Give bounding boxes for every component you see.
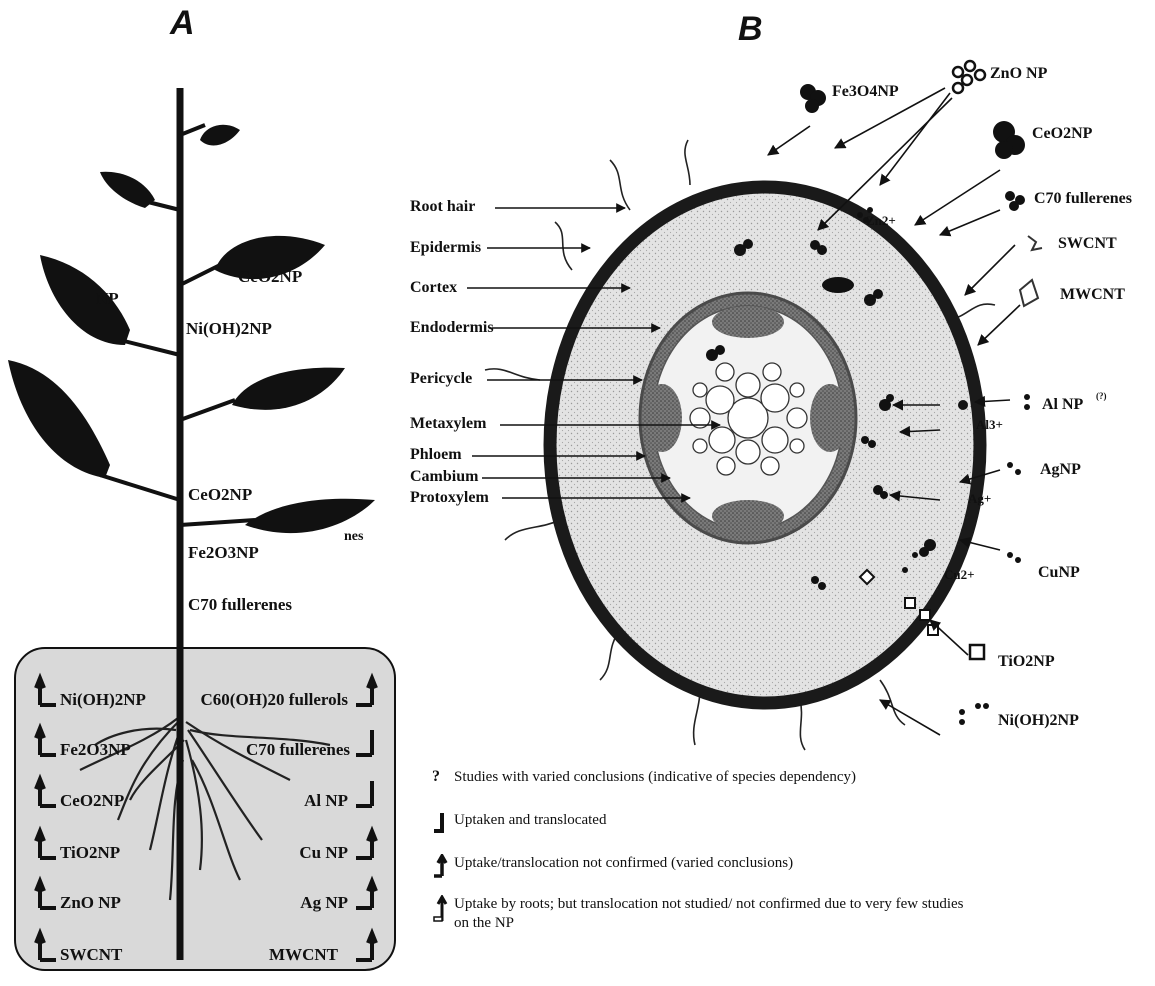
tissue-label: Pericycle (410, 371, 472, 387)
legend-text: Uptaken and translocated (454, 811, 974, 830)
ion-label: Cu2+ (944, 568, 975, 581)
ion-label: Zn2+ (866, 214, 896, 227)
phloem-patch (810, 384, 850, 452)
np-label: TiO2NP (998, 654, 1055, 670)
ion-label: Ag+ (968, 492, 991, 505)
uptake-translocated-icon (432, 811, 454, 838)
tissue-label: Endodermis (410, 320, 494, 336)
tissue-label: Metaxylem (410, 416, 486, 432)
np-label-superscript: (?) (1096, 392, 1107, 401)
np-label: C70 fullerenes (1034, 191, 1132, 207)
legend-item: Uptake/translocation not confirmed (vari… (432, 854, 974, 883)
legend-item: Uptaken and translocated (432, 811, 974, 838)
tissue-label: Phloem (410, 447, 462, 463)
np-label: CuNP (1038, 565, 1080, 581)
shoot-label: CeO2NP (238, 267, 302, 286)
leaf (8, 360, 110, 478)
np-label: Al NP (1042, 397, 1083, 413)
ion-label: Al3+ (976, 418, 1003, 431)
leaf (200, 125, 240, 146)
legend-text: Uptake/translocation not confirmed (vari… (454, 854, 974, 873)
shoot-label: Ni(OH)2NP (186, 319, 272, 338)
shoot-label: NP (96, 289, 119, 308)
shoot-label: CeO2NP (188, 485, 252, 504)
tissue-label: Root hair (410, 199, 475, 215)
leaf (100, 172, 155, 208)
panel-label-b: B (738, 10, 763, 49)
leaf (245, 499, 375, 533)
box-label: TiO2NP (60, 843, 120, 862)
legend-text: Uptake by roots; but translocation not s… (454, 895, 974, 933)
question-icon: ? (432, 768, 454, 786)
box-label: Al NP (304, 791, 348, 810)
root-section-panel (467, 61, 1042, 750)
legend-item: Uptake by roots; but translocation not s… (432, 895, 974, 933)
shoot-label: C70 fullerenes (188, 595, 292, 614)
box-label: Fe2O3NP (60, 740, 131, 759)
box-label: CeO2NP (60, 791, 124, 810)
np-label: ZnO NP (990, 66, 1047, 82)
box-label: C60(OH)20 fullerols (201, 690, 349, 709)
box-label: Cu NP (299, 843, 348, 862)
box-label: ZnO NP (60, 893, 121, 912)
np-label: Ni(OH)2NP (998, 713, 1079, 729)
phloem-patch (642, 384, 682, 452)
tissue-label: Epidermis (410, 240, 481, 256)
tissue-label: Cortex (410, 280, 457, 296)
np-label: SWCNT (1058, 236, 1117, 252)
phloem-patch (712, 306, 784, 338)
box-label: SWCNT (60, 945, 123, 964)
np-label: CeO2NP (1032, 126, 1092, 142)
np-label: MWCNT (1060, 287, 1125, 303)
plant-panel: CeO2NP NP Ni(OH)2NP CeO2NP nes Fe2O3NP C… (8, 88, 395, 970)
tissue-label: Protoxylem (410, 490, 489, 506)
box-label: C70 fullerenes (246, 740, 350, 759)
panel-label-a: A (170, 4, 195, 43)
box-label: Ag NP (300, 893, 348, 912)
uptake-roots-only-icon (432, 895, 454, 928)
np-label: Fe3O4NP (832, 84, 899, 100)
leaf (232, 368, 345, 410)
shoot-label: nes (344, 529, 364, 544)
legend-item: ? Studies with varied conclusions (indic… (432, 768, 974, 787)
np-label: AgNP (1040, 462, 1081, 478)
uptake-not-confirmed-icon (432, 854, 454, 883)
shoot-label: Fe2O3NP (188, 543, 259, 562)
legend-text: Studies with varied conclusions (indicat… (454, 768, 974, 787)
box-label: MWCNT (269, 945, 339, 964)
box-label: Ni(OH)2NP (60, 690, 146, 709)
tissue-label: Cambium (410, 469, 478, 485)
phloem-patch (712, 500, 784, 532)
